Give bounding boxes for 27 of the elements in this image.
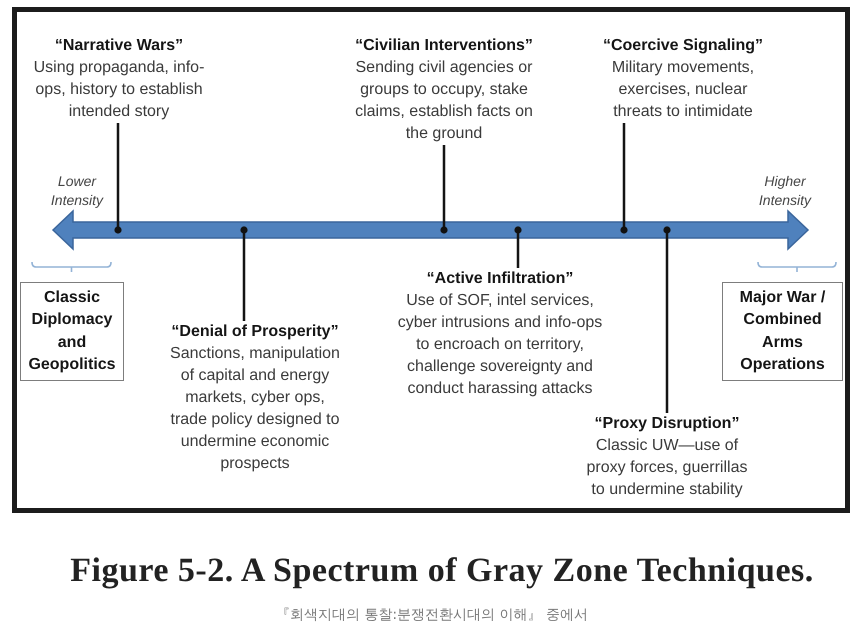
leader-line xyxy=(240,226,248,321)
technique-description: Military movements, exercises, nuclear threats to intimidate xyxy=(611,58,755,122)
source-caption: 『회색지대의 통찰:분쟁전환시대의 이해』 중에서 xyxy=(276,606,588,624)
category-label: Classic Diplomacy and Geopolitics xyxy=(28,288,116,375)
technique-heading: “Civilian Interventions” xyxy=(355,36,533,56)
technique-heading: “Narrative Wars” xyxy=(54,36,184,56)
leader-line xyxy=(514,226,522,268)
leader-line xyxy=(114,123,122,234)
spectrum-arrow xyxy=(52,210,809,250)
leader-line xyxy=(663,226,671,413)
category-label: Major War / Combined Arms Operations xyxy=(739,288,826,375)
technique-description: Classic UW—use of proxy forces, guerrillas to undermine stability xyxy=(586,436,748,500)
technique-description: Sanctions, manipulation of capital and energy markets, cyber ops, trade policy designed to undermine economic prospects xyxy=(170,344,340,474)
leader-line xyxy=(620,123,628,234)
intensity-label: Higher Intensity xyxy=(758,172,812,210)
technique-heading: “Coercive Signaling” xyxy=(602,36,764,56)
category-box xyxy=(722,282,843,381)
figure-title: Figure 5-2. A Spectrum of Gray Zone Techniques. xyxy=(70,551,814,591)
technique-heading: “Proxy Disruption” xyxy=(594,414,740,434)
category-box xyxy=(20,282,124,381)
technique-heading: “Active Infiltration” xyxy=(426,269,574,289)
technique-description: Using propaganda, info-ops, history to establish intended story xyxy=(33,58,205,122)
technique-description: Sending civil agencies or groups to occupy, stake claims, establish facts on the ground xyxy=(354,58,534,144)
intensity-label: Lower Intensity xyxy=(50,172,104,210)
technique-description: Use of SOF, intel services, cyber intrusions and info-ops to encroach on territory, challenge sovereignty and conduct harassing attacks xyxy=(397,291,603,399)
technique-heading: “Denial of Prosperity” xyxy=(171,322,339,342)
leader-line xyxy=(440,145,448,234)
